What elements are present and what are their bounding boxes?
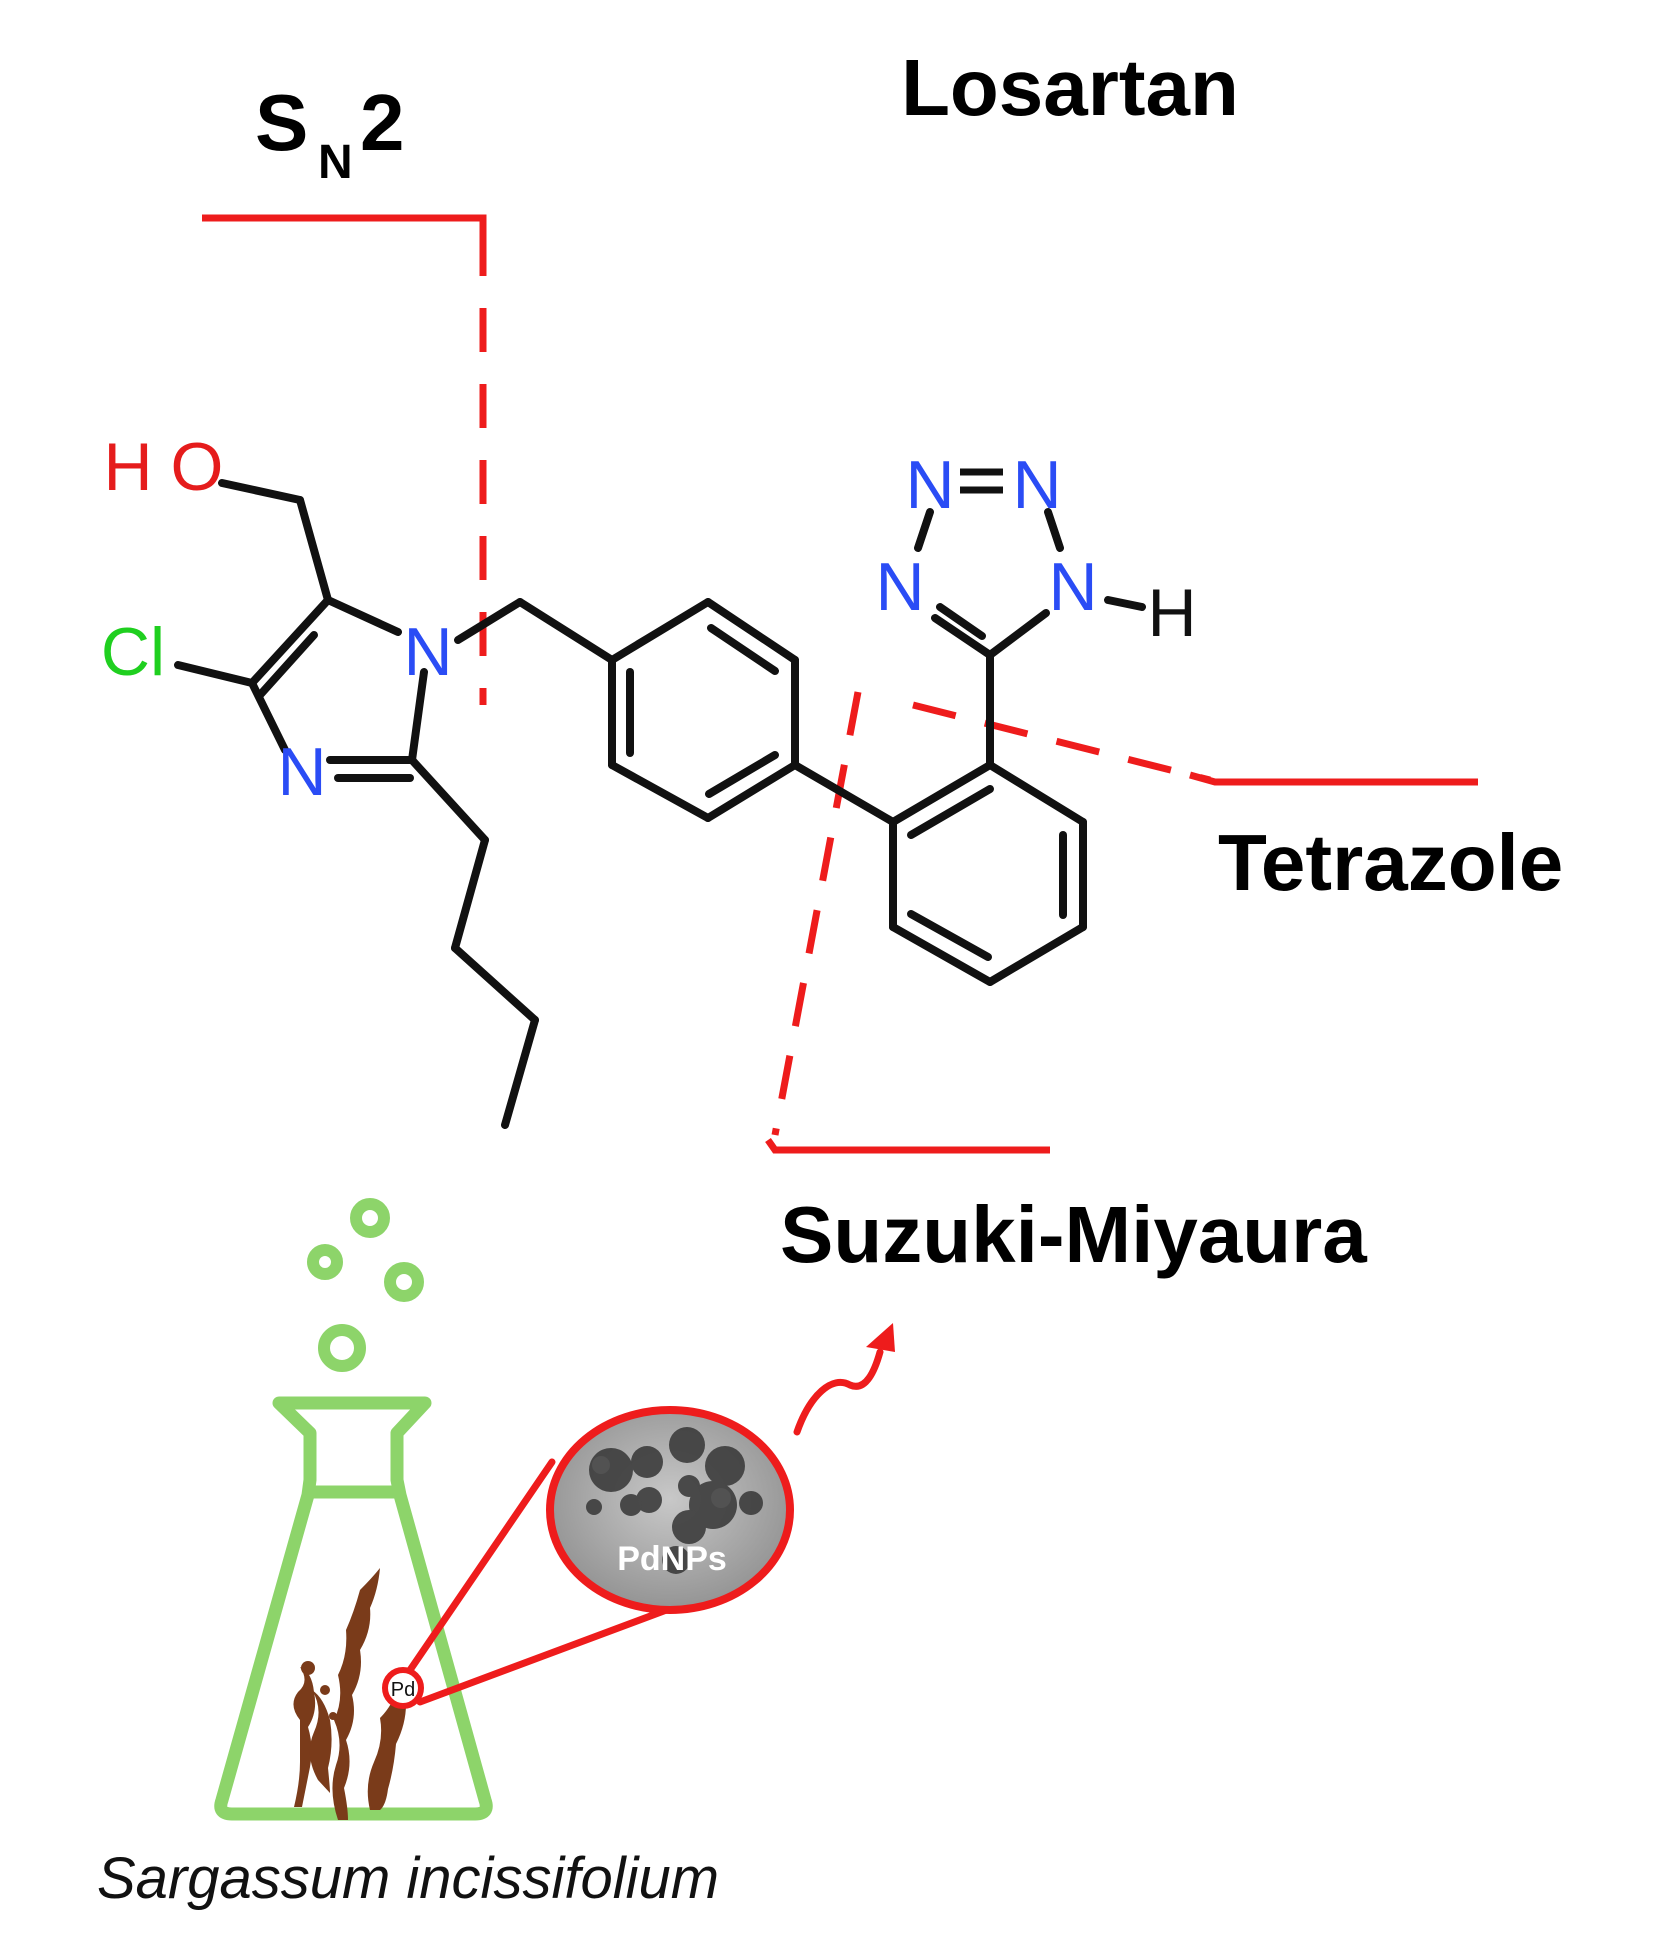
curved-arrow: [793, 1323, 895, 1436]
tetrazole-label: Tetrazole: [1218, 818, 1563, 907]
sn2-main: S: [255, 78, 308, 167]
atom-o-hydroxyl: O: [171, 429, 224, 505]
atom-h-tetrazole: H: [1147, 575, 1196, 651]
pdnps-frame: [546, 1406, 794, 1614]
pdnps-label: PdNPs: [617, 1540, 727, 1578]
tetrazole-bracket-line: [1189, 771, 1478, 786]
suzuki-miyaura-label: Suzuki-Miyaura: [780, 1190, 1367, 1279]
bubble-4: [318, 1324, 366, 1372]
atom-n-tetrazole-3: N: [875, 549, 924, 625]
bubble-3: [384, 1262, 424, 1302]
atom-n-tetrazole-4: N: [1048, 549, 1097, 625]
sn2-bracket-line: [202, 214, 487, 232]
tetrazole-nn-double-bond: [960, 468, 1003, 494]
atom-n-tetrazole-1: N: [905, 447, 954, 523]
atom-n-imidazole-3: N: [277, 734, 326, 810]
tetrazole-dashed-line: [912, 701, 1211, 784]
bubble-2: [307, 1244, 343, 1280]
flask-icon: [214, 1396, 493, 1821]
suzuki-bracket-line: [765, 1137, 1050, 1154]
suzuki-dashed-line: [771, 691, 862, 1136]
molecule-title: Losartan: [901, 43, 1239, 132]
atom-h-hydroxyl: H: [103, 429, 152, 505]
sn2-label: S N 2: [255, 78, 405, 189]
bubble-1: [350, 1198, 390, 1238]
pdnps-tem-image: PdNPs: [546, 1406, 794, 1614]
pd-spot-label: Pd: [391, 1679, 415, 1701]
atom-n-imidazole-1: N: [403, 614, 452, 690]
disconnection-markers: [202, 214, 1478, 1154]
bubbles: [307, 1198, 424, 1372]
sn2-subscript: N: [318, 136, 353, 189]
atom-labels: H O Cl N N N N N N H: [101, 429, 1197, 810]
molecule-bonds: [174, 479, 1146, 1129]
atom-cl: Cl: [101, 614, 165, 690]
sn2-tail: 2: [360, 78, 405, 167]
atom-n-tetrazole-2: N: [1012, 447, 1061, 523]
pd-spot: Pd: [382, 1667, 424, 1709]
organism-caption: Sargassum incissifolium: [97, 1846, 719, 1911]
